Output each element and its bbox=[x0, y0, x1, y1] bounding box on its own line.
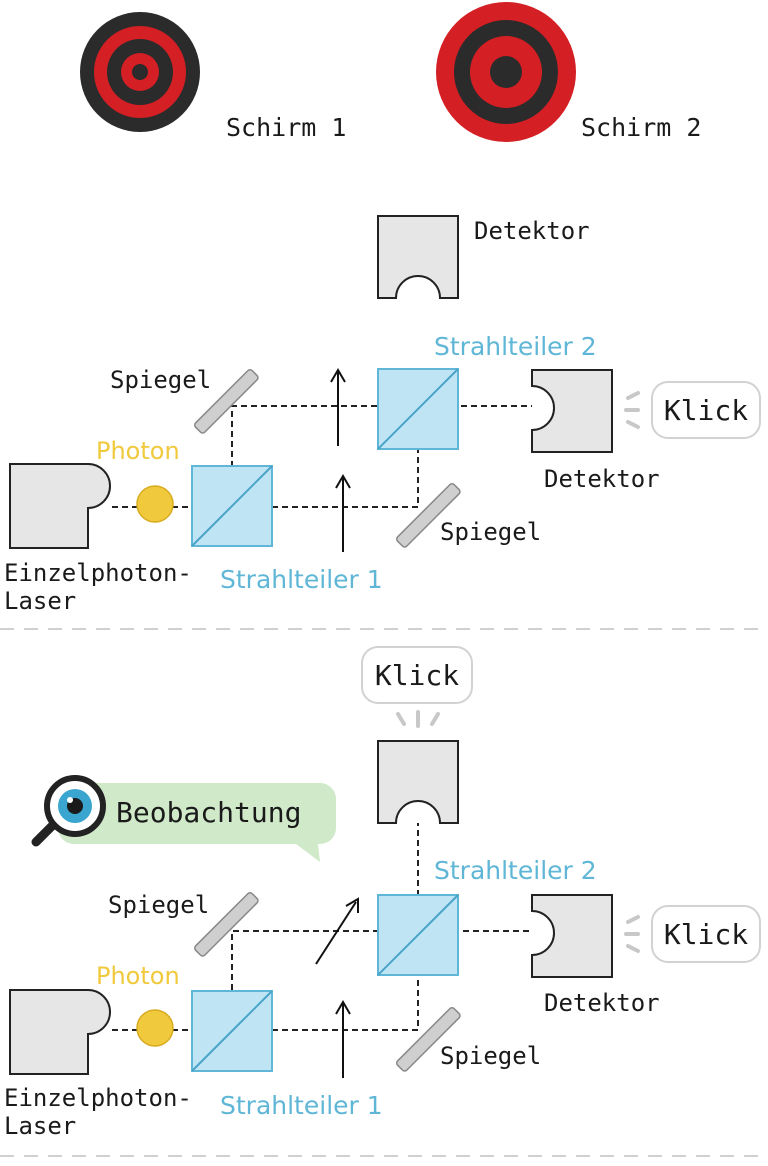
screen-1 bbox=[80, 12, 200, 132]
top-beam-splitter-2-label: Strahlteiler 2 bbox=[434, 332, 597, 361]
bottom-mirror-upper bbox=[193, 891, 259, 957]
bottom-detector-right-label: Detektor bbox=[544, 989, 660, 1017]
top-beam-splitter-1-label: Strahlteiler 1 bbox=[220, 565, 383, 594]
bottom-mirror-upper-label: Spiegel bbox=[108, 891, 209, 919]
top-mirror-lower-label: Spiegel bbox=[440, 518, 541, 546]
bottom-mirror-lower-label: Spiegel bbox=[440, 1042, 541, 1070]
top-setup: Detektor Einzelphoton- Laser Photon Stra… bbox=[4, 215, 761, 615]
top-photon bbox=[136, 485, 174, 523]
observation-bubble bbox=[58, 783, 336, 862]
bottom-laser-label-2: Laser bbox=[4, 1112, 76, 1140]
bottom-arrow-lower bbox=[335, 1000, 351, 1078]
screen-2-center bbox=[490, 56, 522, 88]
top-laser-label-2: Laser bbox=[4, 587, 76, 615]
top-mirror-lower bbox=[395, 482, 461, 548]
bottom-click-bubble-right bbox=[651, 905, 761, 963]
screen-2 bbox=[436, 2, 576, 142]
top-detector-right bbox=[531, 369, 613, 453]
bottom-photon-label: Photon bbox=[96, 962, 180, 990]
bottom-click-top-label: Klick bbox=[375, 659, 459, 692]
bottom-arrow-diagonal bbox=[315, 897, 359, 965]
top-photon-label: Photon bbox=[96, 437, 180, 465]
top-mirror-upper-label: Spiegel bbox=[110, 366, 211, 394]
top-laser bbox=[9, 463, 111, 549]
top-detector-upper bbox=[377, 215, 459, 299]
top-arrow-lower bbox=[335, 474, 351, 552]
screen-1-center bbox=[132, 64, 148, 80]
top-arrow-upper bbox=[330, 368, 346, 446]
bottom-detector-upper bbox=[377, 740, 459, 824]
bottom-click-top-rays bbox=[396, 710, 440, 728]
magnifier-eye-icon bbox=[31, 775, 106, 847]
bottom-detector-right bbox=[531, 894, 613, 978]
bottom-setup: Klick Beobachtung Einzelphoton- Laser Ph… bbox=[4, 646, 761, 1140]
top-mirror-upper bbox=[193, 368, 259, 434]
bottom-photon bbox=[136, 1009, 174, 1047]
top-detector-right-label: Detektor bbox=[544, 465, 660, 493]
bottom-beam-paths bbox=[112, 823, 532, 1031]
screen-2-label: Schirm 2 bbox=[581, 113, 701, 142]
top-click-bubble bbox=[651, 381, 761, 439]
top-detector-upper-label: Detektor bbox=[474, 217, 590, 245]
bottom-beam-splitter-1-label: Strahlteiler 1 bbox=[220, 1091, 383, 1120]
top-click-rays bbox=[624, 391, 640, 429]
top-click-label: Klick bbox=[664, 394, 748, 427]
bottom-click-right-label: Klick bbox=[664, 918, 748, 951]
top-laser-label-1: Einzelphoton- bbox=[4, 559, 192, 587]
bottom-click-right-rays bbox=[624, 915, 640, 953]
screen-1-label: Schirm 1 bbox=[226, 113, 346, 142]
bottom-mirror-lower bbox=[395, 1006, 461, 1072]
bottom-laser bbox=[9, 989, 111, 1075]
bottom-beam-splitter-2-label: Strahlteiler 2 bbox=[434, 856, 597, 885]
observation-label: Beobachtung bbox=[116, 796, 301, 829]
bottom-click-bubble-top bbox=[361, 646, 473, 704]
bottom-laser-label-1: Einzelphoton- bbox=[4, 1084, 192, 1112]
